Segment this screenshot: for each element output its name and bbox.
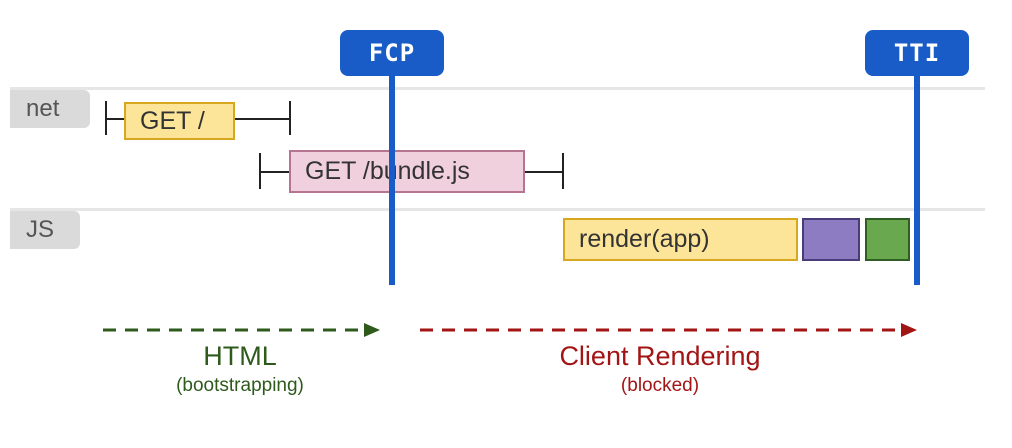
get-bundle-bar: GET /bundle.js [289,150,525,193]
get-root-start-line [105,118,125,120]
get-root-end-tick [289,101,291,135]
client-phase-title: Client Rendering [559,341,761,371]
get-bundle-start-line [259,171,290,173]
get-bundle-end-tick [562,153,564,189]
get-bundle-label: GET /bundle.js [305,157,470,185]
js-row-line [10,208,985,211]
tti-marker-line [914,60,920,285]
html-phase-subtitle: (bootstrapping) [176,375,304,396]
net-row-label: net [10,90,90,128]
client-phase-subtitle: (blocked) [620,375,700,396]
get-root-end-line [235,118,291,120]
client-phase-arrow [420,323,917,337]
html-phase-arrow [103,323,380,337]
get-root-bar: GET / [124,102,235,140]
tti-marker-label: TTI [865,30,969,76]
purple-task-block [802,218,860,261]
js-row-label: JS [10,211,80,249]
get-bundle-end-line [525,171,564,173]
fcp-marker-label: FCP [340,30,444,76]
render-app-label: render(app) [579,225,710,253]
green-task-block [865,218,910,261]
get-root-label: GET / [140,106,205,135]
net-row-line [10,87,985,90]
fcp-marker-line [389,60,395,285]
render-app-bar: render(app) [563,218,798,261]
html-phase-title: HTML [203,341,277,371]
